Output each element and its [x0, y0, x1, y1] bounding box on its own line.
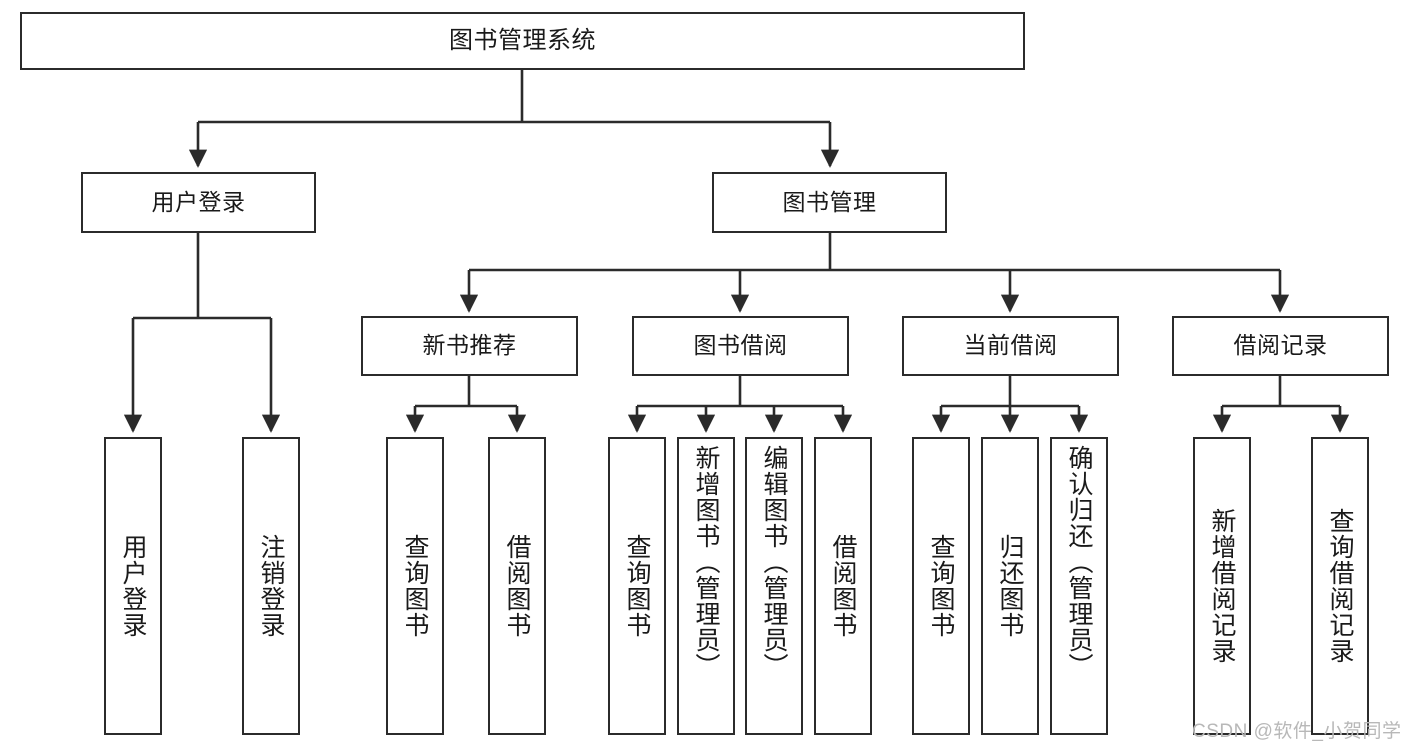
node-book-borrow-label: 图书借阅 [693, 332, 788, 359]
node-borrow-record[interactable]: 借阅记录 [1172, 316, 1389, 376]
csdn-watermark: CSDN @软件_小贺同学 [1192, 721, 1402, 742]
leaf-borrow-borrow-book[interactable]: 借阅图书 [814, 437, 872, 735]
leaf-user-login-login[interactable]: 用户登录 [104, 437, 162, 735]
leaf-borrow-borrow-book-label: 借阅图书 [829, 534, 857, 638]
leaf-user-login-logout[interactable]: 注销登录 [242, 437, 300, 735]
leaf-record-query-record-label: 查询借阅记录 [1326, 508, 1354, 664]
node-book-management[interactable]: 图书管理 [712, 172, 947, 233]
node-book-borrow[interactable]: 图书借阅 [632, 316, 849, 376]
leaf-new-book-query-label: 查询图书 [401, 534, 429, 638]
leaf-current-confirm-return-label: 确认归还（管理员） [1065, 445, 1093, 679]
node-user-login[interactable]: 用户登录 [81, 172, 316, 233]
leaf-record-add-record-label: 新增借阅记录 [1208, 508, 1236, 664]
leaf-new-book-borrow-label: 借阅图书 [503, 534, 531, 638]
node-root-label: 图书管理系统 [449, 26, 596, 54]
node-root[interactable]: 图书管理系统 [20, 12, 1025, 70]
leaf-current-return-book[interactable]: 归还图书 [981, 437, 1039, 735]
leaf-user-login-login-label: 用户登录 [119, 534, 147, 638]
leaf-borrow-edit-book[interactable]: 编辑图书（管理员） [745, 437, 803, 735]
leaf-borrow-add-book-label: 新增图书（管理员） [692, 445, 720, 679]
node-current-borrow-label: 当前借阅 [963, 332, 1058, 359]
node-user-login-label: 用户登录 [151, 188, 246, 215]
leaf-borrow-query-book-label: 查询图书 [623, 534, 651, 638]
leaf-current-query-book-label: 查询图书 [927, 534, 955, 638]
leaf-record-query-record[interactable]: 查询借阅记录 [1311, 437, 1369, 735]
leaf-user-login-logout-label: 注销登录 [257, 534, 285, 638]
leaf-record-add-record[interactable]: 新增借阅记录 [1193, 437, 1251, 735]
node-new-book-recommend[interactable]: 新书推荐 [361, 316, 578, 376]
node-current-borrow[interactable]: 当前借阅 [902, 316, 1119, 376]
node-book-management-label: 图书管理 [782, 188, 877, 215]
leaf-new-book-borrow[interactable]: 借阅图书 [488, 437, 546, 735]
leaf-borrow-edit-book-label: 编辑图书（管理员） [760, 445, 788, 679]
leaf-new-book-query[interactable]: 查询图书 [386, 437, 444, 735]
node-new-book-recommend-label: 新书推荐 [422, 332, 517, 359]
leaf-current-return-book-label: 归还图书 [996, 534, 1024, 638]
leaf-borrow-query-book[interactable]: 查询图书 [608, 437, 666, 735]
leaf-borrow-add-book[interactable]: 新增图书（管理员） [677, 437, 735, 735]
leaf-current-query-book[interactable]: 查询图书 [912, 437, 970, 735]
leaf-current-confirm-return[interactable]: 确认归还（管理员） [1050, 437, 1108, 735]
node-borrow-record-label: 借阅记录 [1233, 332, 1328, 359]
